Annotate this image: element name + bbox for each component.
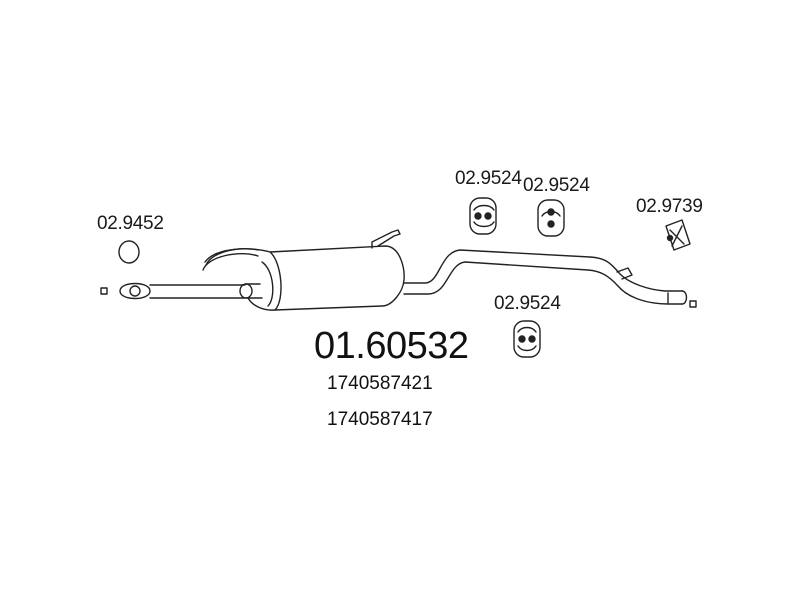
front-pipe bbox=[149, 283, 263, 299]
left-end-marker-icon bbox=[100, 287, 108, 295]
o-ring-icon bbox=[118, 240, 140, 264]
rear-silencer bbox=[202, 245, 405, 311]
rubber-hanger-icon bbox=[665, 219, 691, 251]
rubber-hanger-icon bbox=[513, 320, 541, 358]
rubber-hanger-icon bbox=[469, 197, 497, 235]
hanger-part-label-4: 02.9739 bbox=[636, 196, 703, 217]
oe-number-1: 1740587421 bbox=[327, 373, 433, 394]
inlet-flange bbox=[119, 282, 151, 300]
tailpipe bbox=[403, 249, 688, 305]
hanger-part-label-2: 02.9524 bbox=[523, 175, 590, 196]
silencer-hanger-bracket bbox=[371, 229, 401, 249]
right-end-marker-icon bbox=[689, 300, 697, 308]
gasket-part-label: 02.9452 bbox=[97, 213, 164, 234]
hanger-part-label-1: 02.9524 bbox=[455, 168, 522, 189]
hanger-part-label-3: 02.9524 bbox=[494, 293, 561, 314]
rubber-hanger-icon bbox=[537, 199, 565, 237]
oe-number-2: 1740587417 bbox=[327, 409, 433, 430]
main-part-code: 01.60532 bbox=[314, 325, 469, 367]
